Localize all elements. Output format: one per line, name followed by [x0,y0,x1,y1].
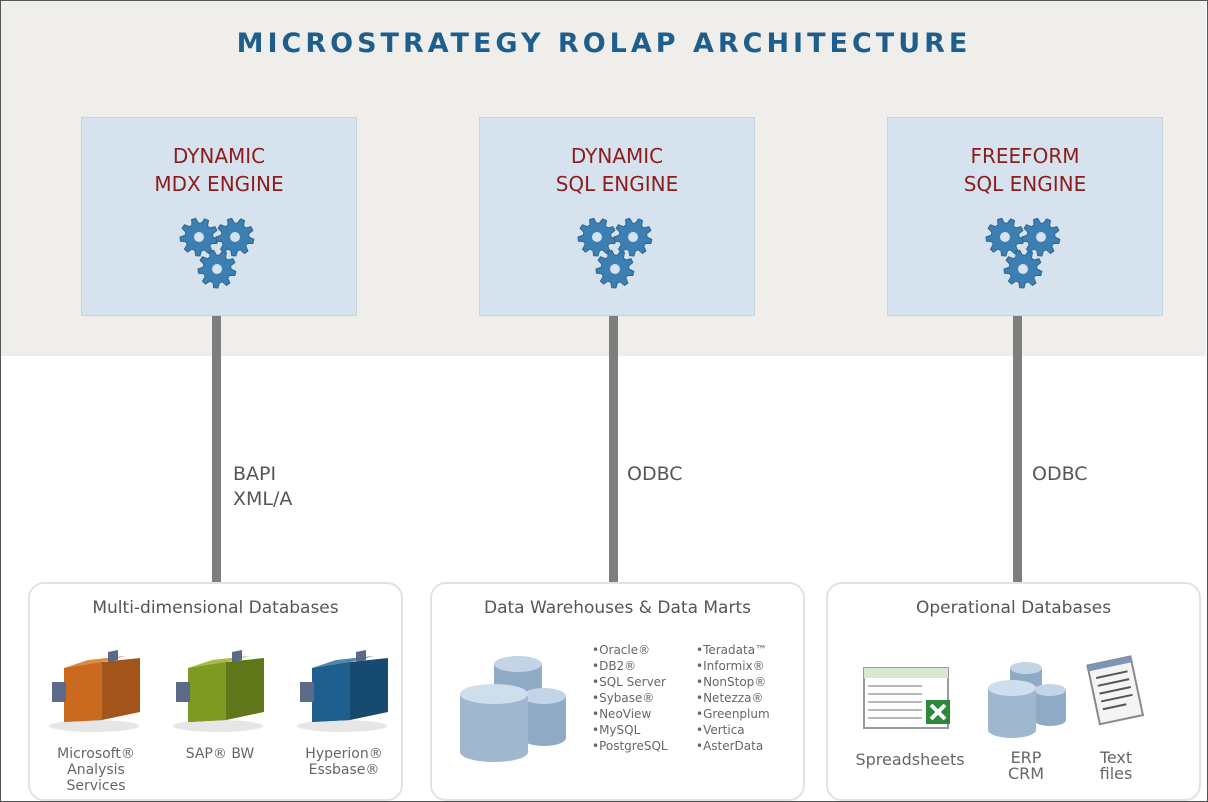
vendor-item: DB2® [592,658,668,674]
vendor-item: AsterData [696,738,770,754]
vendor-item: Oracle® [592,642,668,658]
engine-title-line2: SQL ENGINE [555,172,679,196]
vendor-item: NonStop® [696,674,770,690]
mdx-protocol-label: BAPI XML/A [233,462,292,512]
product-label: ERP CRM [986,750,1066,782]
sql-protocol-label: ODBC [627,462,683,487]
product-label: SAP® BW [160,746,280,762]
vendor-list: Oracle® DB2® SQL Server Sybase® NeoView … [592,642,668,754]
vendor-item: PostgreSQL [592,738,668,754]
gear-hub [1036,232,1046,242]
gears-icon [577,217,653,289]
sql-engine-box: DYNAMIC SQL ENGINE [479,117,755,316]
gear-hub [1018,264,1028,274]
vendor-item: Informix® [696,658,770,674]
gears-icon [179,217,255,289]
engine-title: DYNAMIC SQL ENGINE [480,142,754,198]
diagram-title: MICROSTRATEGY ROLAP ARCHITECTURE [236,28,972,59]
product-line2: CRM [1007,764,1045,783]
engine-title-line2: SQL ENGINE [963,172,1087,196]
database-stack-icon [460,656,566,762]
gear-hub [212,264,222,274]
freeform-sql-engine-box: FREEFORM SQL ENGINE [887,117,1163,316]
vendor-item: MySQL [592,722,668,738]
vendor-item: Teradata™ [696,642,770,658]
group-title: Operational Databases [915,598,1112,618]
engine-title: FREEFORM SQL ENGINE [888,142,1162,198]
operational-databases-group: Operational Databases Spreadsheets ERP C [826,582,1201,801]
product-line1: Spreadsheets [855,750,965,769]
product-label: Spreadsheets [840,752,980,768]
protocol-line1: ODBC [627,463,683,485]
product-line1: SAP® BW [185,746,255,762]
spreadsheet-icon [863,667,950,729]
engine-title-line2: MDX ENGINE [154,172,284,196]
mdx-engine-box: DYNAMIC MDX ENGINE [81,117,357,316]
product-label: Microsoft® Analysis Services [36,746,156,794]
vendor-item: NeoView [592,706,668,722]
vendor-item: Vertica [696,722,770,738]
freeform-protocol-label: ODBC [1032,462,1088,487]
gear-hub [194,232,204,242]
data-warehouses-group: Data Warehouses & Data Marts Oracle® DB2… [430,582,805,801]
gear-hub [628,232,638,242]
product-line2: Essbase® [308,762,380,778]
protocol-line2: XML/A [233,488,293,510]
vendor-list: Teradata™ Informix® NonStop® Netezza® Gr… [696,642,770,754]
engine-title-line1: DYNAMIC [172,144,266,168]
product-line2: files [1099,764,1133,783]
sql-connector-line [609,316,618,583]
olap-cube-icon [297,650,388,732]
vendor-item: Netezza® [696,690,770,706]
engine-title-line1: FREEFORM [970,144,1080,168]
freeform-connector-line [1013,316,1022,583]
multidimensional-databases-group: Multi-dimensional Databases Microsoft® A… [28,582,403,801]
gears-icon [985,217,1061,289]
product-label: Text files [1076,750,1156,782]
olap-cube-icon [173,650,264,732]
group-title: Multi-dimensional Databases [92,598,339,618]
group-title: Data Warehouses & Data Marts [484,598,751,618]
vendor-item: Sybase® [592,690,668,706]
olap-cube-icon [49,650,140,732]
protocol-line1: ODBC [1032,463,1088,485]
product-line1: ERP [1010,748,1042,767]
product-line2: Analysis Services [66,762,126,794]
gear-hub [610,264,620,274]
engine-title: DYNAMIC MDX ENGINE [82,142,356,198]
mdx-connector-line [212,316,221,583]
protocol-line1: BAPI [233,463,277,485]
gear-hub [592,232,602,242]
vendor-item: Greenplum [696,706,770,722]
gear-hub [230,232,240,242]
database-stack-icon [988,662,1066,738]
product-line1: Text [1099,748,1133,767]
vendor-item: SQL Server [592,674,668,690]
product-label: Hyperion® Essbase® [284,746,404,778]
engine-title-line1: DYNAMIC [570,144,664,168]
text-file-icon [1086,655,1145,726]
gear-hub [1000,232,1010,242]
product-line1: Microsoft® [57,746,135,762]
product-line1: Hyperion® [305,746,383,762]
